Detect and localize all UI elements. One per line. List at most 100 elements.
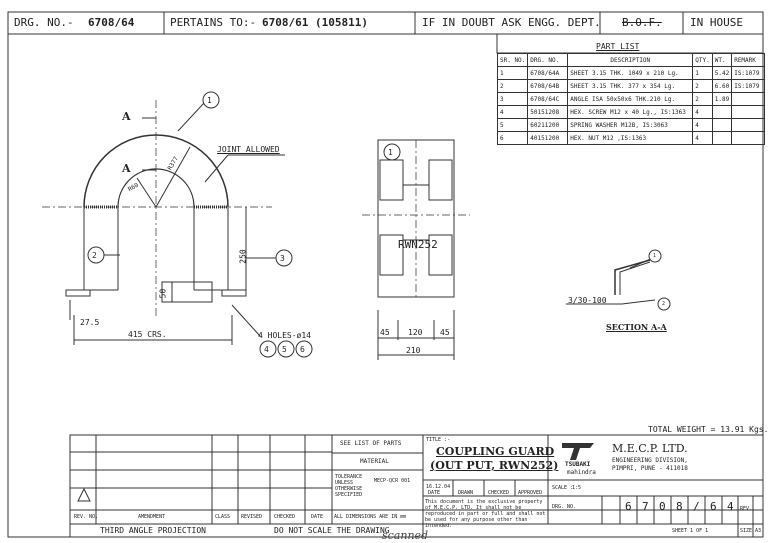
rev-no-col: REV. NO. [74,514,99,520]
section-mark-top: A [122,110,131,123]
cell-remark [731,131,766,145]
date-col: DATE [311,514,324,520]
all-dims-note: ALL DIMENSIONS ARE IN mm [334,514,407,520]
cell-desc: HEX. NUT M12 ,IS:1363 [567,131,694,145]
cell-drg: 6708/64B [527,79,569,93]
division: ENGINEERING DIVISION, [612,457,688,464]
part-list-table: SR. NO. DRG. NO. DESCRIPTION QTY. WT. RE… [496,53,766,145]
cell-remark [731,92,766,106]
dim-45-right: 45 [440,328,450,337]
section-mark-bottom: A [122,162,131,175]
digit-3: 8 [676,500,683,513]
cell-remark: IS:1079 [731,79,766,93]
col-desc: DESCRIPTION [567,53,694,67]
part-list-title: PART LIST [596,42,640,51]
dim-120: 120 [408,328,423,337]
digit-4: / [693,500,700,513]
cell-drg: 40151200 [527,131,569,145]
notice: This document is the exclusive property … [425,499,546,529]
cell-qty: 4 [692,118,713,132]
section-balloon-1: 1 [653,253,657,259]
title-label: TITLE :- [426,437,451,443]
col-wt: WT. [711,53,733,67]
cell-drg: 6708/64C [527,92,569,106]
balloon-1: 1 [207,96,212,105]
table-row: 6 40151200 HEX. NUT M12 ,IS:1363 4 [496,131,766,145]
total-weight: TOTAL WEIGHT = 13.91 Kgs. [648,425,768,434]
table-row: 2 6708/64B SHEET 3.15 THK. 377 x 354 Lg.… [496,79,766,93]
cell-sr: 4 [496,105,529,119]
cell-sr: 6 [496,131,529,145]
col-remark: REMARK [731,53,766,67]
section-balloon-2: 2 [662,301,666,307]
cell-drg: 50151208 [527,105,569,119]
cell-drg: 6708/64A [527,66,569,80]
col-qty: QTY. [692,53,713,67]
table-row: 4 50151208 HEX. SCREW M12 x 40 Lg., IS:1… [496,105,766,119]
cell-qty: 2 [692,79,713,93]
cell-sr: 5 [496,118,529,132]
tolerance-label: TOLERANCE UNLESS OTHERWISE SPECIFIED [335,474,363,498]
see-list: SEE LIST OF PARTS [340,440,402,447]
bof-label: B.O.F. [622,16,662,29]
scale-label: SCALE : [552,485,574,491]
table-row: 3 6708/64C ANGLE ISA 50x50x6 THK.210 Lg.… [496,92,766,106]
approved-label: APPROVED [518,490,543,496]
digit-0: 6 [625,500,632,513]
joint-allowed-note: JOINT ALLOWED [217,145,280,154]
col-drg: DRG. NO. [527,53,569,67]
cell-desc: ANGLE ISA 50x50x6 THK.210 Lg. [567,92,694,106]
table-row: 1 6708/64A SHEET 3.15 THK. 1049 x 210 Lg… [496,66,766,80]
sheet-info: SHEET 1 OF 1 [672,528,709,534]
cell-desc: SHEET 3.15 THK. 377 x 354 Lg. [567,79,694,93]
cell-remark [731,118,766,132]
balloon-4: 4 [264,345,269,354]
tolerance-value: MECP-QCR 001 [374,478,411,484]
class-col: CLASS [215,514,231,520]
weld-note: 3/30-100 [568,296,607,305]
cell-sr: 2 [496,79,529,93]
cell-qty: 4 [692,131,713,145]
material-label: MATERIAL [360,458,389,465]
holes-note: 4 HOLES-ø14 [258,331,311,340]
do-not-scale: DO NOT SCALE THE DRAWING [274,526,390,535]
cell-wt [711,105,733,119]
cell-qty: 2 [692,92,713,106]
drg-no-label: DRG. NO.- [14,16,74,29]
digit-1: 7 [642,500,649,513]
side-view-label: RWN252 [398,238,438,251]
cell-remark [731,105,766,119]
balloon-6: 6 [300,345,305,354]
side-balloon-1: 1 [388,148,393,157]
digit-5: 6 [710,500,717,513]
cell-wt: 5.42 [711,66,733,80]
cell-sr: 1 [496,66,529,80]
rev-label: REV. [740,506,753,512]
third-angle: THIRD ANGLE PROJECTION [100,526,206,535]
size-label: SIZE [740,528,753,534]
part-list-header: SR. NO. DRG. NO. DESCRIPTION QTY. WT. RE… [496,53,766,67]
dim-210: 210 [406,346,421,355]
scale-value: 1:5 [572,485,582,491]
col-sr: SR. NO. [496,53,529,67]
dim-250: 250 [238,249,248,264]
size-value: A3 [755,528,762,534]
balloon-2: 2 [92,251,97,260]
digit-2: 0 [659,500,666,513]
pertains-label: PERTAINS TO:- [170,16,257,29]
date-label: DATE [428,490,441,496]
drg-no: 6708/64 [88,16,135,29]
balloon-5: 5 [282,345,287,354]
dim-45-left: 45 [380,328,390,337]
checked-label: CHECKED [488,490,510,496]
cell-drg: 60211200 [527,118,569,132]
cell-qty: 1 [692,66,713,80]
drawn-label: DRAWN [458,490,474,496]
brand-sub: mahindra [567,469,596,476]
checked-col: CHECKED [274,514,296,520]
cell-desc: SPRING WASHER M12B, IS:3063 [567,118,694,132]
title-line-2: (OUT PUT, RWN252) [430,459,559,472]
dim-crs: 415 CRS. [128,330,167,339]
company-name: M.E.C.P. LTD. [612,442,688,455]
pertains-value: 6708/61 (105811) [262,16,368,29]
